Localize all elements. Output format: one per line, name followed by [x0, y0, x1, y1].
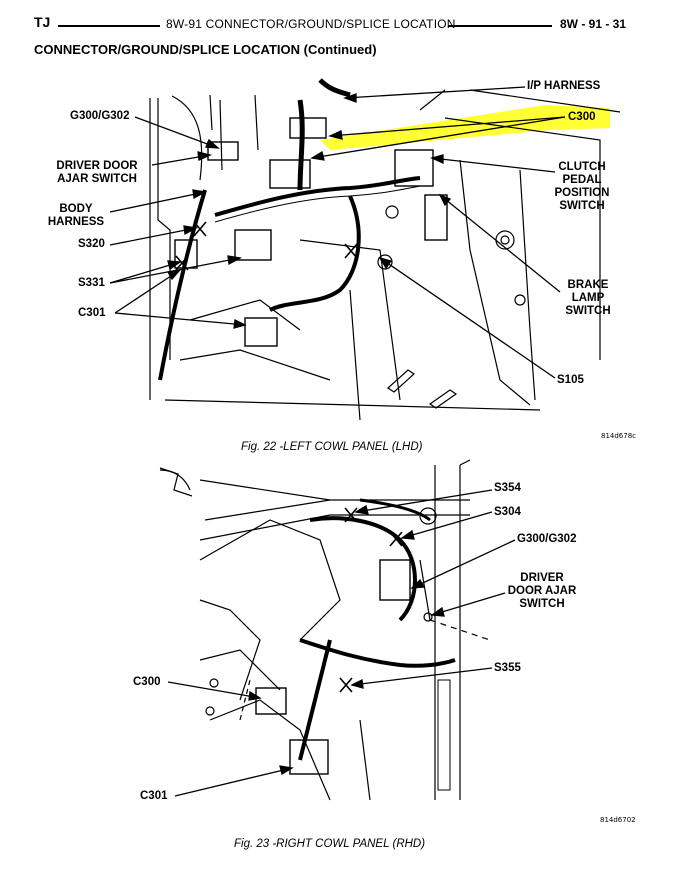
label-c301: C301: [78, 307, 106, 319]
label-g300-g302: G300/G302: [70, 110, 130, 122]
label-clutch-pedal-position-switch: CLUTCH PEDAL POSITION SWITCH: [550, 161, 614, 213]
page-subtitle: CONNECTOR/GROUND/SPLICE LOCATION (Contin…: [34, 42, 377, 57]
label-driver-door-ajar-switch: DRIVER DOOR AJAR SWITCH: [42, 160, 152, 186]
label-s354: S354: [494, 482, 521, 494]
label-s355: S355: [494, 662, 521, 674]
header-section-code: TJ: [34, 14, 51, 30]
label-s331: S331: [78, 277, 105, 289]
label-c301-rhd: C301: [140, 790, 168, 802]
figure-23-code: 814d6702: [600, 816, 636, 824]
figure-23-leaders: [167, 489, 516, 797]
label-line: PEDAL: [562, 174, 602, 186]
label-line: SWITCH: [559, 200, 605, 212]
label-line: DOOR AJAR: [507, 585, 577, 597]
figure-23-drawing: [159, 459, 491, 801]
label-s320: S320: [78, 238, 105, 250]
label-line: AJAR SWITCH: [57, 173, 137, 185]
label-line: HARNESS: [47, 216, 105, 228]
label-ip-harness: I/P HARNESS: [527, 80, 601, 92]
label-line: DRIVER: [520, 572, 564, 584]
label-s105: S105: [557, 374, 584, 386]
label-line: LAMP: [571, 292, 605, 304]
figure-23-caption: Fig. 23 -RIGHT COWL PANEL (RHD): [234, 838, 426, 850]
label-line: POSITION: [554, 187, 610, 199]
label-c300-rhd: C300: [133, 676, 161, 688]
label-driver-door-ajar-switch-rhd: DRIVER DOOR AJAR SWITCH: [506, 572, 578, 611]
header-title: 8W-91 CONNECTOR/GROUND/SPLICE LOCATION: [166, 17, 456, 31]
figure-22-drawing: [149, 78, 621, 421]
figure-22-leaders: [109, 86, 566, 379]
header-page-number: 8W - 91 - 31: [560, 17, 627, 31]
figure-22-caption: Fig. 22 -LEFT COWL PANEL (LHD): [241, 441, 423, 453]
c300-highlight: [320, 105, 610, 150]
figure-22-code: 814d678c: [601, 432, 637, 440]
label-brake-lamp-switch: BRAKE LAMP SWITCH: [560, 279, 616, 318]
label-line: SWITCH: [565, 305, 611, 317]
label-line: BODY: [59, 203, 93, 215]
label-s304: S304: [494, 506, 521, 518]
label-body-harness: BODY HARNESS: [40, 203, 112, 229]
page-header: TJ 8W-91 CONNECTOR/GROUND/SPLICE LOCATIO…: [0, 0, 675, 40]
label-line: BRAKE: [567, 279, 609, 291]
label-c300: C300: [568, 111, 596, 123]
label-line: SWITCH: [519, 598, 565, 610]
label-g300-g302-rhd: G300/G302: [517, 533, 577, 545]
label-line: CLUTCH: [558, 161, 606, 173]
label-line: DRIVER DOOR: [56, 160, 138, 172]
